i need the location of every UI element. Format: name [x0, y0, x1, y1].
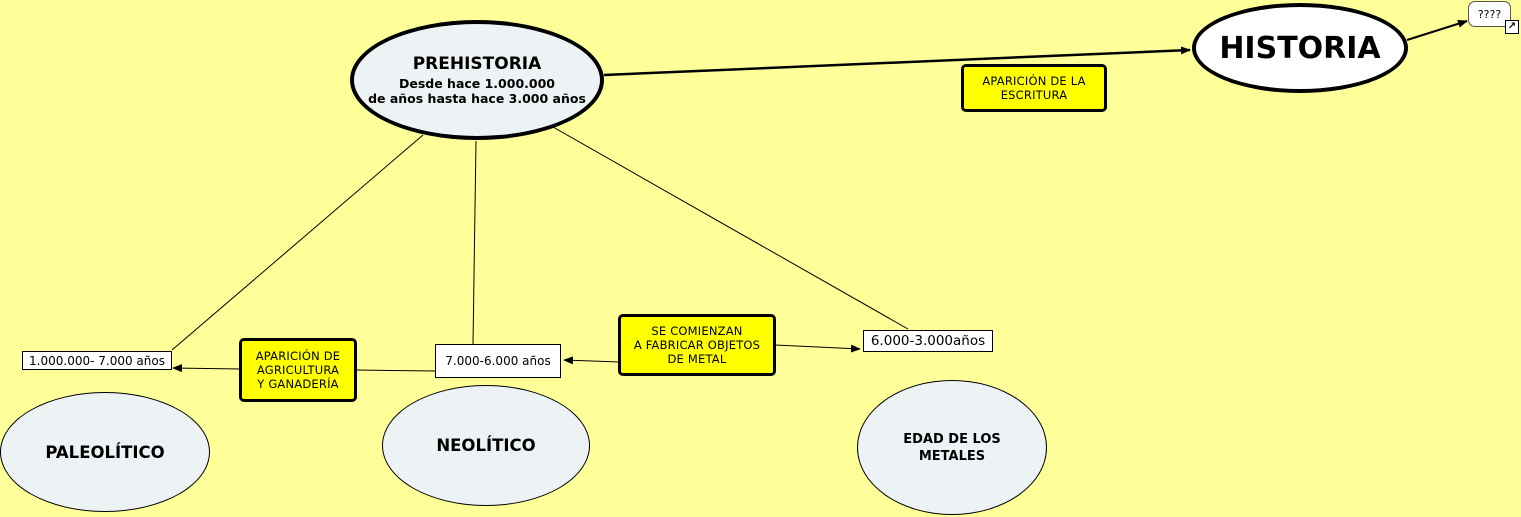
paleolitico-title: PALEOLÍTICO — [45, 442, 165, 462]
link-escritura-label: APARICIÓN DE LA ESCRITURA — [982, 74, 1086, 102]
neolitico-title: NEOLÍTICO — [436, 436, 536, 455]
line-prehistoria-historia — [603, 46, 1191, 77]
link-escritura[interactable]: APARICIÓN DE LA ESCRITURA — [961, 64, 1107, 112]
edad-metales-title: EDAD DE LOS METALES — [903, 431, 1001, 464]
prehistoria-title: PREHISTORIA — [412, 54, 542, 74]
line-historia-note — [1406, 19, 1468, 41]
date-metales[interactable]: 6.000-3.000años — [863, 330, 993, 352]
neolitico-node[interactable]: NEOLÍTICO — [382, 385, 590, 506]
date-neolitico[interactable]: 7.000-6.000 años — [435, 344, 561, 378]
link-agricultura[interactable]: APARICIÓN DE AGRICULTURA Y GANADERÍA — [239, 338, 357, 402]
arrow-metal-metales-date — [774, 344, 861, 353]
line-prehistoria-neo-date — [472, 140, 477, 345]
edad-metales-node[interactable]: EDAD DE LOS METALES — [857, 380, 1047, 515]
link-agricultura-label: APARICIÓN DE AGRICULTURA Y GANADERÍA — [255, 349, 341, 391]
open-link-icon[interactable]: ↗ — [1505, 20, 1519, 34]
note-box[interactable]: ???? — [1468, 1, 1511, 27]
line-prehistoria-metales-date — [552, 126, 909, 330]
paleolitico-node[interactable]: PALEOLÍTICO — [0, 392, 210, 512]
link-metal[interactable]: SE COMIENZAN A FABRICAR OBJETOS DE METAL — [618, 314, 776, 376]
date-neolitico-label: 7.000-6.000 años — [445, 354, 551, 368]
note-text: ???? — [1477, 7, 1502, 21]
prehistoria-node[interactable]: PREHISTORIA Desde hace 1.000.000 de años… — [350, 20, 604, 140]
historia-title: HISTORIA — [1219, 30, 1381, 66]
date-paleolitico-label: 1.000.000- 7.000 años — [29, 353, 165, 368]
date-paleolitico[interactable]: 1.000.000- 7.000 años — [22, 351, 172, 370]
prehistoria-subtitle: Desde hace 1.000.000 de años hasta hace … — [368, 76, 586, 106]
line-prehistoria-paleo-date — [171, 134, 424, 351]
arrow-metal-neo-date — [563, 356, 620, 365]
historia-node[interactable]: HISTORIA — [1192, 3, 1408, 93]
date-metales-label: 6.000-3.000años — [870, 333, 986, 349]
line-neo-date-agricultura — [355, 369, 436, 372]
arrow-agricultura-paleo-date — [172, 364, 241, 373]
link-metal-label: SE COMIENZAN A FABRICAR OBJETOS DE METAL — [633, 324, 761, 366]
